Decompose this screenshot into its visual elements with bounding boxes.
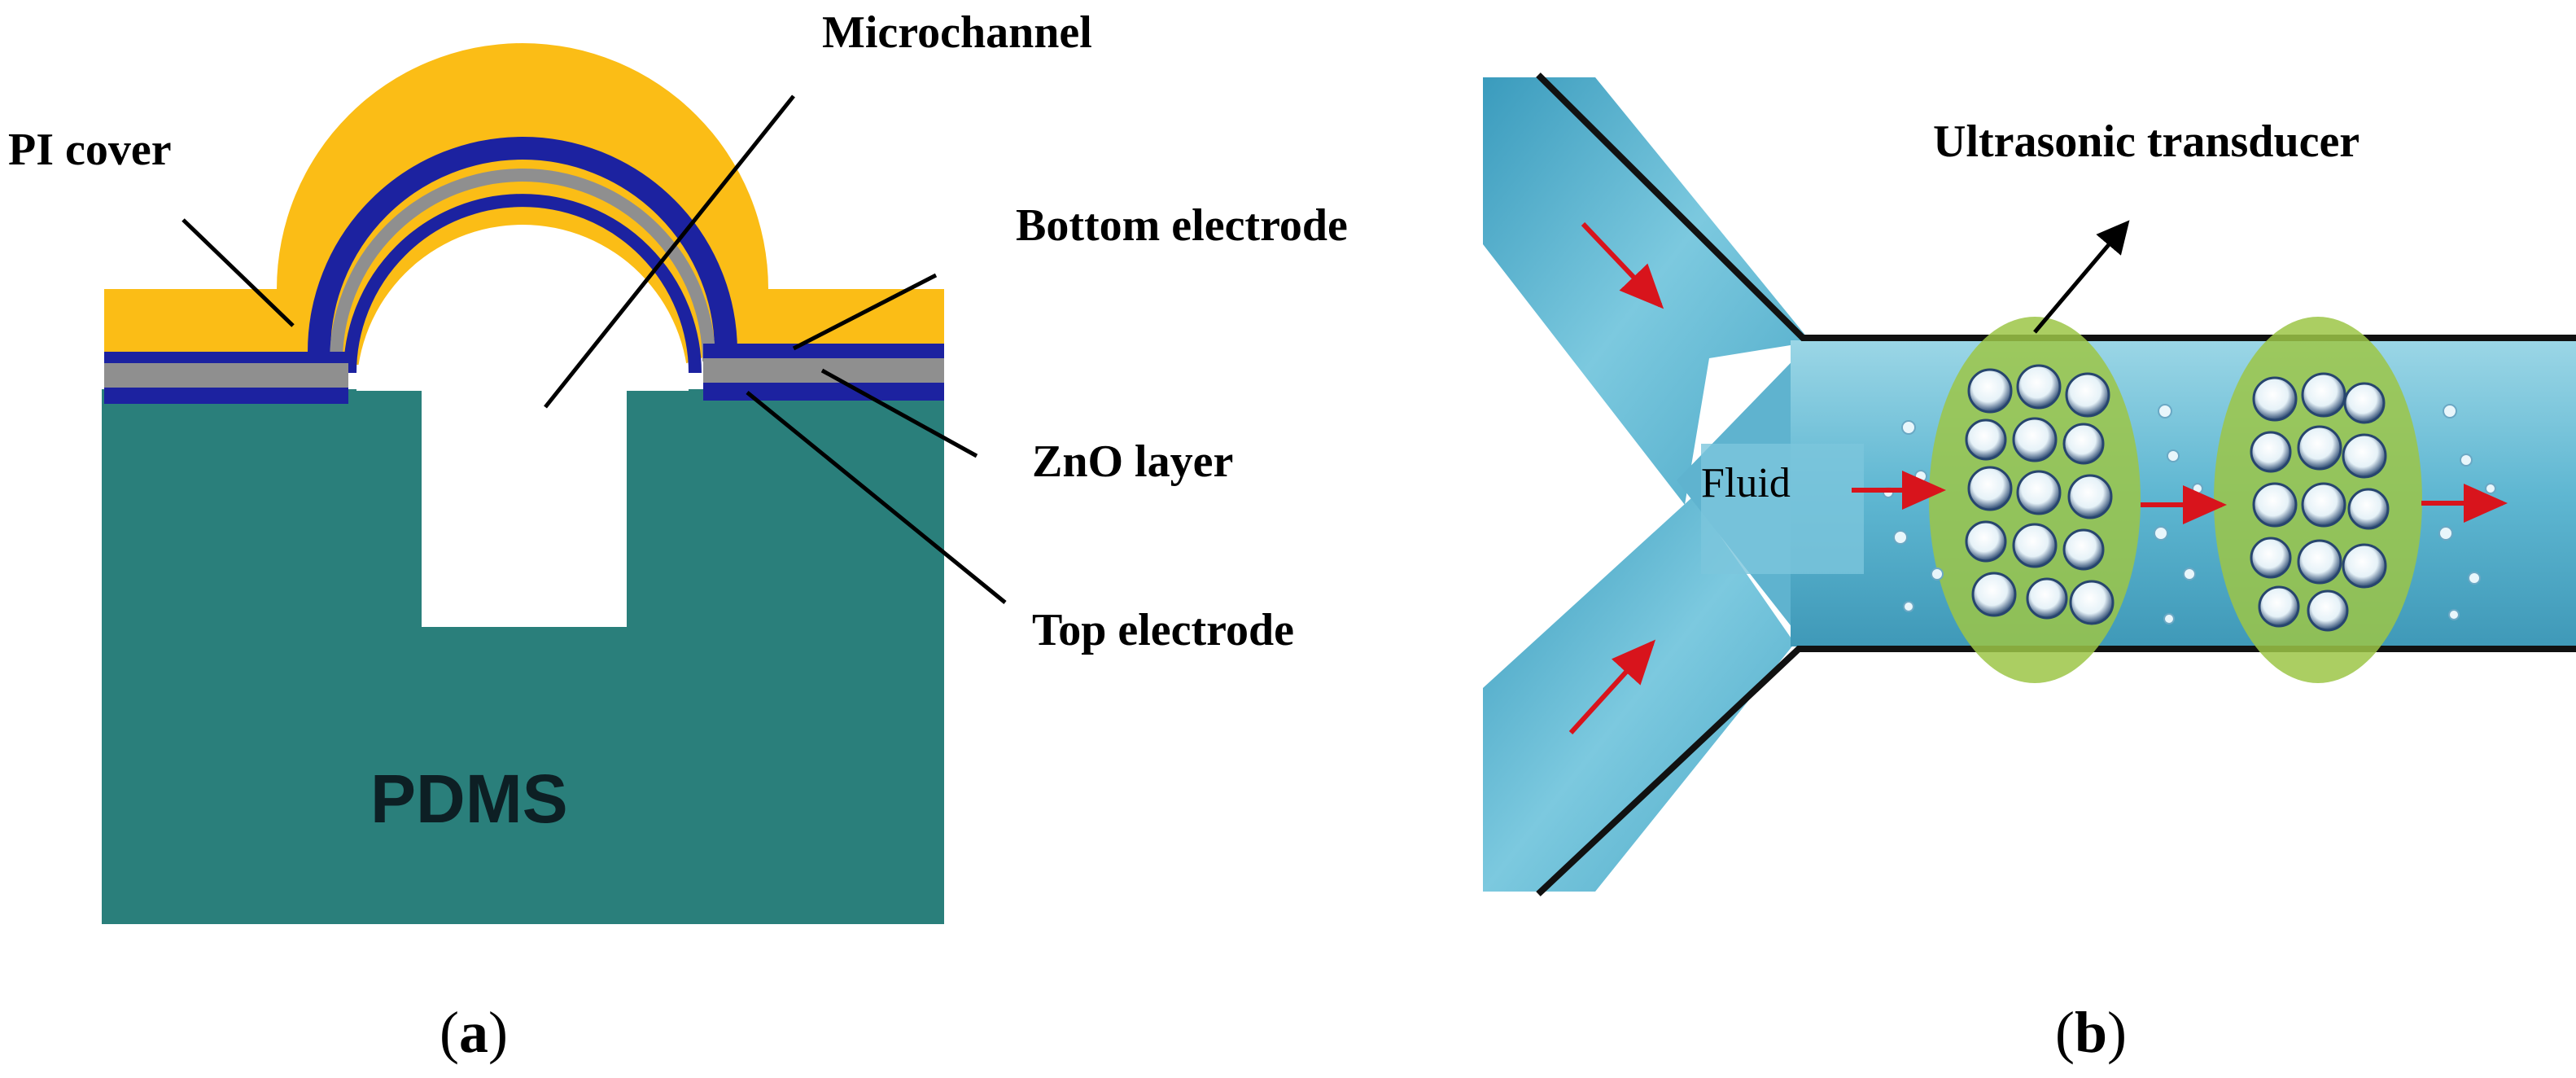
label-bottom-electrode: Bottom electrode	[1016, 200, 1348, 251]
label-zno-layer: ZnO layer	[1032, 436, 1233, 487]
channel-opening	[422, 389, 627, 627]
top-electrode-left	[104, 388, 348, 404]
pdms-substrate	[102, 389, 944, 924]
main-channel	[1791, 340, 2576, 646]
caption-a: (a)	[440, 1000, 508, 1065]
label-pdms: PDMS	[370, 760, 568, 837]
panel-b: Ultrasonic transducer Fluid (b)	[1483, 72, 2576, 1065]
top-electrode-arc	[343, 194, 702, 374]
zno-layer-arc	[330, 169, 715, 362]
caption-a-letter: a	[459, 1000, 488, 1065]
transducer-pointer	[2033, 220, 2130, 334]
zno-layer-left	[104, 363, 348, 388]
flow-arrows	[1568, 221, 2508, 735]
fluid-region	[1701, 444, 1864, 574]
panel-a: Microchannel PI cover Bottom electrode Z…	[8, 7, 1348, 1065]
label-top-electrode: Top electrode	[1032, 605, 1294, 655]
bottom-electrode-right	[703, 344, 944, 358]
label-pi-cover: PI cover	[8, 125, 172, 175]
bottom-electrode-arc	[308, 137, 737, 353]
label-ultrasonic-transducer: Ultrasonic transducer	[1933, 116, 2360, 167]
lower-inlet-arm	[1483, 497, 1795, 892]
label-microchannel: Microchannel	[822, 7, 1092, 58]
bottom-electrode-left	[104, 352, 348, 363]
top-electrode-right	[703, 383, 944, 401]
leader-lines-a	[182, 94, 1007, 604]
caption-b-letter: b	[2075, 1000, 2107, 1065]
particles-2	[2250, 372, 2390, 632]
caption-b: (b)	[2055, 1000, 2127, 1065]
particles-1	[1965, 364, 2115, 625]
label-fluid: Fluid	[1701, 460, 1791, 506]
